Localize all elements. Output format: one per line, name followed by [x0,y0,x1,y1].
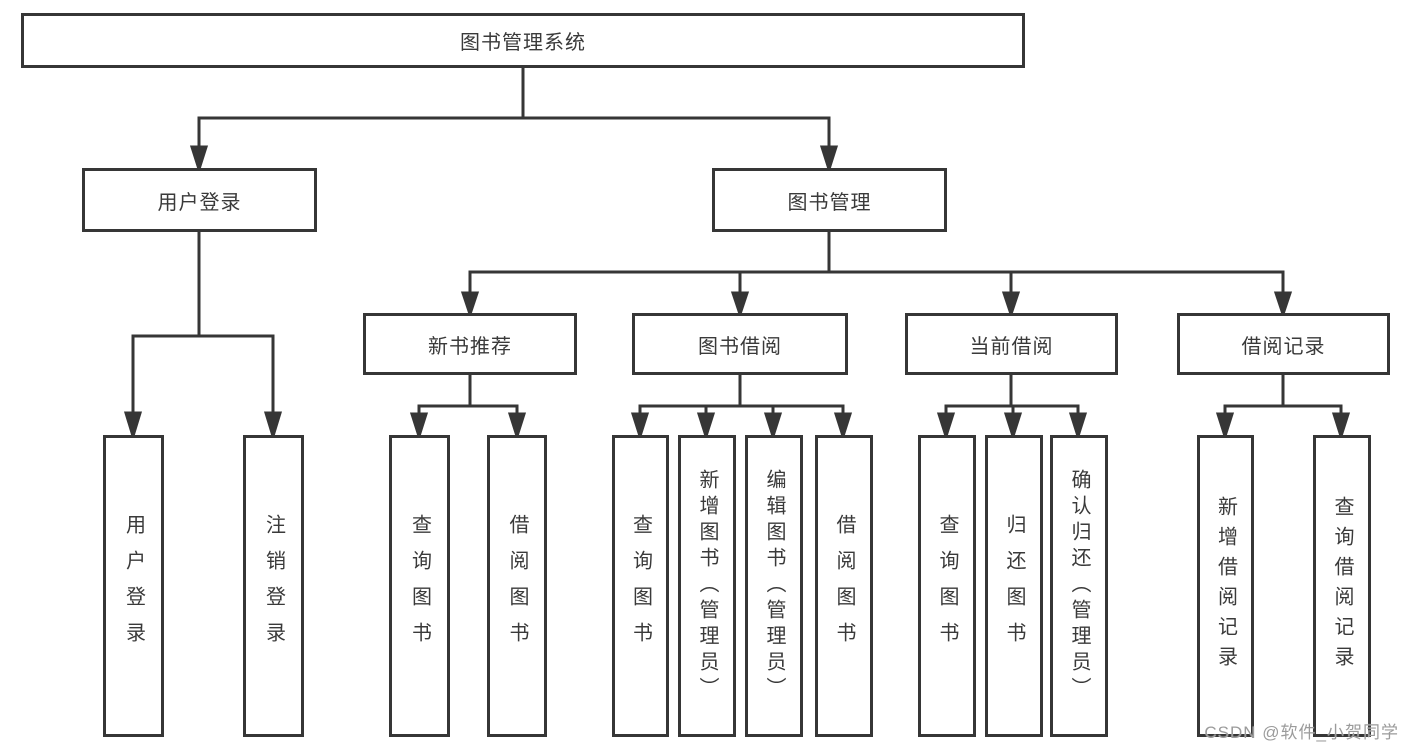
node-root: 图书管理系统 [21,13,1025,68]
arrowhead [1003,412,1023,441]
leaf-query-book-recommend-label: 查询图书 [408,514,431,658]
leaf-borrow-book: 借阅图书 [815,435,873,737]
arrowhead [730,291,750,319]
arrowhead [819,145,839,174]
node-borrowing-records: 借阅记录 [1177,313,1390,375]
leaf-edit-book-admin-label: 编辑图书（管理员） [763,469,785,703]
leaf-query-book-borrow: 查询图书 [612,435,669,737]
arrowhead [409,412,429,441]
leaf-query-borrow-record: 查询借阅记录 [1313,435,1371,737]
node-root-label: 图书管理系统 [460,32,586,54]
node-new-book-recommend-label: 新书推荐 [428,335,512,358]
leaf-logout: 注销登录 [243,435,304,737]
arrowhead [460,291,480,319]
node-borrowing-records-label: 借阅记录 [1241,335,1326,358]
leaf-query-borrow-record-label: 查询借阅记录 [1331,496,1353,676]
node-current-borrowing: 当前借阅 [905,313,1118,375]
arrowhead [833,412,853,441]
node-current-borrowing-label: 当前借阅 [969,335,1054,358]
arrowhead [1273,291,1293,319]
leaf-return-book: 归还图书 [985,435,1043,737]
leaf-query-book-borrow-label: 查询图书 [629,514,652,658]
leaf-query-book-current-label: 查询图书 [936,514,958,658]
leaf-borrow-book-recommend: 借阅图书 [487,435,547,737]
leaf-edit-book-admin: 编辑图书（管理员） [745,435,803,737]
arrowhead [1001,291,1021,319]
leaf-confirm-return-admin: 确认归还（管理员） [1050,435,1108,737]
arrowhead [189,145,209,174]
leaf-query-book-recommend: 查询图书 [389,435,450,737]
leaf-add-borrow-record-label: 新增借阅记录 [1214,496,1237,676]
leaf-add-book-admin: 新增图书（管理员） [678,435,736,737]
leaf-query-book-current: 查询图书 [918,435,976,737]
leaf-borrow-book-recommend-label: 借阅图书 [506,514,528,658]
node-book-borrowing: 图书借阅 [632,313,848,375]
leaf-confirm-return-admin-label: 确认归还（管理员） [1068,469,1090,703]
leaf-add-borrow-record: 新增借阅记录 [1197,435,1254,737]
arrowhead [1215,412,1235,441]
node-user-login-label: 用户登录 [157,191,242,214]
arrowhead [936,412,956,441]
arrowhead [507,412,527,441]
leaf-user-login: 用户登录 [103,435,164,737]
arrowhead [1068,412,1088,441]
leaf-logout-label: 注销登录 [262,514,285,658]
arrowhead [123,411,143,442]
arrowhead [1331,412,1351,441]
leaf-add-book-admin-label: 新增图书（管理员） [696,469,718,703]
csdn-watermark: CSDN @软件_小贺同学 [1204,723,1399,742]
node-book-management: 图书管理 [712,168,947,232]
arrowhead [263,411,283,442]
node-book-management-label: 图书管理 [787,191,872,214]
node-user-login: 用户登录 [82,168,317,232]
leaf-return-book-label: 归还图书 [1003,514,1025,658]
arrowhead [630,412,650,441]
leaf-user-login-label: 用户登录 [122,514,145,658]
arrowhead [763,412,783,441]
node-new-book-recommend: 新书推荐 [363,313,577,375]
arrowhead [696,412,716,441]
node-book-borrowing-label: 图书借阅 [698,335,782,358]
leaf-borrow-book-label: 借阅图书 [833,514,855,658]
